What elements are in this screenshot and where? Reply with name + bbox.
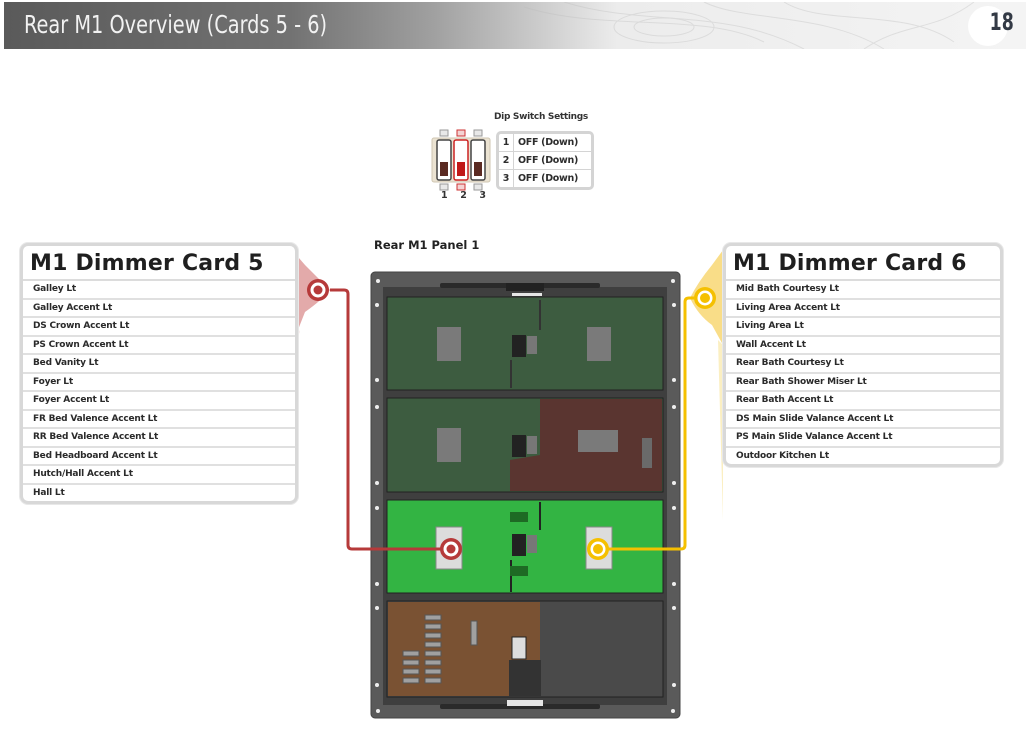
dip-label: 1 [441, 190, 448, 201]
circuit-list-item: Galley Accent Lt [23, 300, 295, 318]
dip-setting-row: 1 OFF (Down) [499, 134, 591, 152]
dip-setting-row: 3 OFF (Down) [499, 170, 591, 187]
circuit-list-item: Rear Bath Courtesy Lt [726, 355, 1000, 374]
circuit-list-item: DS Main Slide Valance Accent Lt [726, 411, 1000, 429]
card5-wire [330, 288, 452, 551]
dimmer-card-5-panel: M1 Dimmer Card 5 Galley Lt Galley Accent… [20, 243, 298, 504]
circuit-list-item: RR Bed Valence Accent Lt [23, 429, 295, 448]
dip-switch-numbers: 1 2 3 [441, 190, 486, 201]
page-number: 18 [989, 8, 1014, 36]
page-title: Rear M1 Overview (Cards 5 - 6) [24, 10, 328, 39]
card-title: M1 Dimmer Card 6 [726, 246, 1000, 281]
card-title: M1 Dimmer Card 5 [23, 246, 295, 281]
circuit-list-item: Mid Bath Courtesy Lt [726, 281, 1000, 300]
card6-wire [600, 296, 694, 551]
card6-marker-dot [700, 293, 710, 303]
card6-panel-dot [593, 544, 603, 554]
circuit-list-item: Rear Bath Accent Lt [726, 392, 1000, 411]
dip-setting-value: OFF (Down) [518, 137, 578, 148]
dip-setting-value: OFF (Down) [518, 173, 578, 184]
topographic-pattern [523, 2, 975, 49]
circuit-list-item: Galley Lt [23, 281, 295, 300]
circuit-list-item: PS Main Slide Valance Accent Lt [726, 429, 1000, 448]
dimmer-card-slot-2 [386, 397, 664, 493]
dimmer-card-6-panel: M1 Dimmer Card 6 Mid Bath Courtesy Lt Li… [723, 243, 1003, 467]
page-number-badge [968, 6, 1008, 46]
dip-label: 2 [460, 190, 467, 201]
circuit-list-item: Bed Headboard Accent Lt [23, 448, 295, 466]
panel-label: Rear M1 Panel 1 [374, 238, 480, 252]
dip-setting-number: 2 [499, 152, 514, 169]
circuit-list-item: Living Area Accent Lt [726, 300, 1000, 318]
dip-switch-3 [470, 129, 486, 191]
circuit-list-item: Living Area Lt [726, 318, 1000, 337]
dimmer-card-slot-1 [386, 296, 664, 391]
card5-marker-dot [313, 285, 323, 295]
chassis-screws [375, 279, 676, 713]
dimmer-card-slot-4 [386, 600, 664, 698]
dip-setting-number: 3 [499, 170, 514, 187]
circuit-list-item: Foyer Accent Lt [23, 392, 295, 411]
card5-panel-dot [446, 544, 456, 554]
dip-switch-icon [431, 129, 491, 191]
circuit-list-item: Rear Bath Shower Miser Lt [726, 374, 1000, 392]
circuit-list-item: Foyer Lt [23, 374, 295, 392]
card6-callout-fade [718, 340, 723, 520]
circuit-list-item: Hall Lt [33, 487, 65, 498]
circuit-list-item: Bed Vanity Lt [23, 355, 295, 374]
dip-switch-1 [436, 129, 452, 191]
dimmer-card-slot-3-active [386, 499, 664, 594]
dip-setting-row: 2 OFF (Down) [499, 152, 591, 170]
circuit-list-item: Hutch/Hall Accent Lt [23, 466, 295, 485]
circuit-list-item: FR Bed Valence Accent Lt [23, 411, 295, 429]
dip-switch-settings-table: 1 OFF (Down) 2 OFF (Down) 3 OFF (Down) [496, 131, 594, 190]
dip-setting-value: OFF (Down) [518, 155, 578, 166]
circuit-list-item: Wall Accent Lt [726, 337, 1000, 355]
dip-switch-title: Dip Switch Settings [494, 112, 588, 122]
circuit-list-item: DS Crown Accent Lt [23, 318, 295, 337]
page-header: Rear M1 Overview (Cards 5 - 6) 18 [4, 2, 1026, 49]
circuit-list-item: Outdoor Kitchen Lt [736, 450, 829, 461]
circuit-list-item: PS Crown Accent Lt [23, 337, 295, 355]
dip-setting-number: 1 [499, 134, 514, 151]
dip-switch-2 [453, 129, 469, 191]
dip-label: 3 [479, 190, 486, 201]
